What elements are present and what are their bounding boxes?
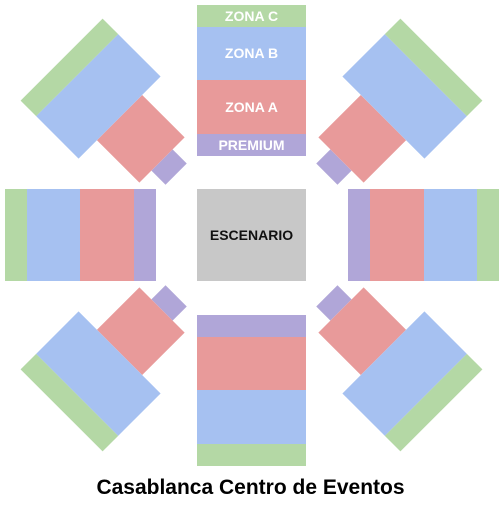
section-bottom-right-zona-c[interactable] [384,353,483,452]
section-top-right-zona-a[interactable] [318,94,407,183]
section-right-zona-a[interactable] [370,189,424,281]
section-top-right-zona-c[interactable] [384,18,483,117]
section-top-zona-a[interactable] [197,80,306,134]
section-bottom-zona-c[interactable] [197,444,306,466]
zona-b-label: ZONA B [225,45,278,61]
section-top-zona-c[interactable] [197,5,306,27]
section-top-right-premium[interactable] [316,149,352,185]
section-bottom-right [316,285,483,452]
stage-label: ESCENARIO [210,227,293,243]
section-left-zona-c[interactable] [5,189,27,281]
section-right-premium[interactable] [348,189,370,281]
stage: ESCENARIO [197,189,306,281]
stage-area [197,189,306,281]
section-top-left-zona-b[interactable] [36,34,161,159]
section-bottom [197,315,306,466]
section-bottom-left [20,285,187,452]
premium-label: PREMIUM [218,137,284,153]
section-right-zona-c[interactable] [477,189,499,281]
section-top-right [316,18,483,185]
section-top-left [20,18,187,185]
venue-title: Casablanca Centro de Eventos [96,476,405,499]
section-top: ZONA C ZONA B ZONA A PREMIUM [197,5,306,156]
section-bottom-left-zona-c[interactable] [20,353,119,452]
section-top-left-zona-a[interactable] [96,94,185,183]
section-bottom-premium[interactable] [197,315,306,337]
section-bottom-right-zona-a[interactable] [318,287,407,376]
section-bottom-left-premium[interactable] [151,285,187,321]
seating-map: ZONA C ZONA B ZONA A PREMIUM [5,5,499,466]
section-left [5,189,156,281]
section-bottom-zona-b[interactable] [197,390,306,444]
section-top-left-premium[interactable] [151,149,187,185]
section-bottom-right-zona-b[interactable] [342,311,467,436]
section-bottom-right-premium[interactable] [316,285,352,321]
section-bottom-left-zona-b[interactable] [36,311,161,436]
section-left-premium[interactable] [134,189,156,281]
section-top-left-zona-c[interactable] [20,18,119,117]
section-top-right-zona-b[interactable] [342,34,467,159]
section-right [348,189,499,281]
section-left-zona-a[interactable] [80,189,134,281]
section-top-premium[interactable] [197,134,306,156]
section-top-zona-b[interactable] [197,27,306,80]
zona-a-label: ZONA A [225,99,278,115]
zona-c-label: ZONA C [225,8,278,24]
section-bottom-zona-a[interactable] [197,337,306,390]
section-right-zona-b[interactable] [424,189,477,281]
section-bottom-left-zona-a[interactable] [96,287,185,376]
section-left-zona-b[interactable] [27,189,80,281]
